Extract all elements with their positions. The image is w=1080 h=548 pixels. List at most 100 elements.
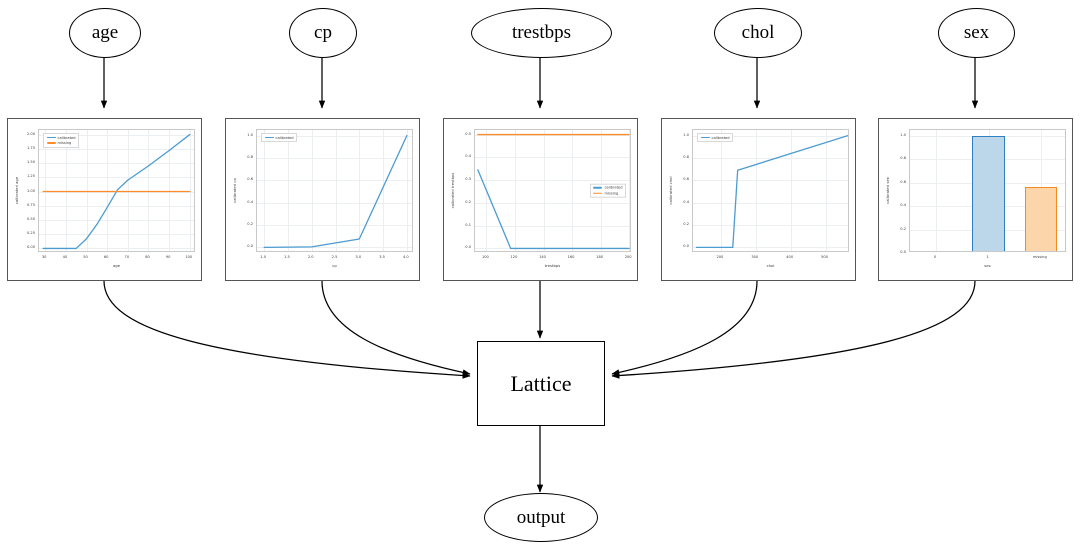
node-sex[interactable]: sex <box>938 8 1015 58</box>
x-tick-label: 90 <box>165 255 171 259</box>
edge-age-chart-to-lattice <box>103 280 471 379</box>
node-trestbps-label: trestbps <box>511 22 572 43</box>
gridline-horizontal <box>39 219 194 221</box>
x-tick-label: 1.5 <box>284 255 290 259</box>
series-layer-age <box>42 133 191 250</box>
gridline-vertical <box>936 130 938 251</box>
x-tick-label: 100 <box>185 255 193 259</box>
node-lattice-label: Lattice <box>510 370 572 396</box>
x-axis-label: age <box>112 263 121 268</box>
legend-swatch-calibrated <box>700 136 710 139</box>
x-tick-label: 60 <box>103 255 109 259</box>
y-tick-label: 0.2 <box>465 199 471 204</box>
y-axis-label: calibrated sex <box>885 177 890 204</box>
gridline-horizontal <box>475 225 630 227</box>
y-tick-label: 0.8 <box>247 154 253 159</box>
gridline-horizontal <box>39 134 194 136</box>
node-age-label: age <box>91 22 119 43</box>
y-tick-label: 0.8 <box>900 156 906 161</box>
y-tick-label: 0.3 <box>465 177 471 182</box>
plot-area-sex <box>909 129 1066 252</box>
gridline-vertical <box>572 130 574 251</box>
y-tick-label: 2.00 <box>26 131 35 136</box>
y-axis-label: calibrated age <box>14 176 19 205</box>
y-tick-label: 0.0 <box>465 245 471 250</box>
gridline-horizontal <box>693 135 848 137</box>
gridline-horizontal <box>39 205 194 207</box>
y-tick-label: 1.0 <box>900 132 906 137</box>
x-tick-label: 200 <box>624 255 632 259</box>
node-cp[interactable]: cp <box>289 8 357 58</box>
y-axis-label: calibrated cp <box>232 178 237 203</box>
x-tick-label: 3.0 <box>355 255 362 259</box>
legend-item-calibrated: calibrated <box>700 136 730 140</box>
x-tick-label: 400 <box>786 255 794 259</box>
legend-item-calibrated: calibrated <box>46 136 76 140</box>
gridline-vertical <box>127 130 129 251</box>
gridline-horizontal <box>257 157 412 159</box>
legend-swatch-missing <box>46 142 56 144</box>
x-tick-label: 2.5 <box>331 255 338 259</box>
gridline-horizontal <box>693 180 848 182</box>
y-tick-label: 0.1 <box>465 222 471 227</box>
node-output[interactable]: output <box>484 493 598 542</box>
y-tick-label: 0.6 <box>247 177 253 182</box>
node-chol[interactable]: chol <box>714 8 802 58</box>
node-chol-label: chol <box>741 22 775 43</box>
legend-swatch-calibrated <box>264 136 274 139</box>
x-tick-label: 300 <box>751 255 759 259</box>
gridline-horizontal <box>693 247 848 249</box>
y-tick-label: 1.50 <box>26 160 35 165</box>
x-tick-label: 200 <box>716 255 724 259</box>
x-tick-label: 3.5 <box>379 255 385 259</box>
node-cp-label: cp <box>314 22 332 43</box>
x-tick-label: 4.0 <box>403 255 409 259</box>
gridline-horizontal <box>475 157 630 159</box>
legend-label-calibrated: calibrated <box>275 135 294 140</box>
legend-item-calibrated: calibrated <box>593 186 623 190</box>
x-tick-label: 40 <box>62 255 68 259</box>
node-trestbps[interactable]: trestbps <box>471 8 612 58</box>
plot-area-cp: calibrated <box>256 129 413 252</box>
series-layer-chol <box>695 134 848 249</box>
y-tick-label: 0.50 <box>26 216 35 221</box>
gridline-vertical <box>169 130 171 251</box>
gridline-vertical <box>383 130 385 251</box>
y-tick-label: 0.4 <box>683 199 689 204</box>
gridline-vertical <box>629 130 630 251</box>
y-tick-label: 1.0 <box>247 132 253 137</box>
x-tick-label: 50 <box>83 255 88 259</box>
gridline-horizontal <box>693 225 848 227</box>
gridline-vertical <box>335 130 337 251</box>
series-line-calibrated <box>263 134 408 249</box>
x-tick-label: 100 <box>481 255 489 259</box>
node-lattice[interactable]: Lattice <box>477 341 605 426</box>
y-tick-label: 0.2 <box>247 222 253 227</box>
series-layer-trestbps <box>477 133 630 250</box>
y-tick-label: 0.2 <box>900 226 906 231</box>
x-tick-label: 160 <box>567 255 575 259</box>
node-sex-label: sex <box>963 22 990 43</box>
plot-area-chol: calibrated <box>692 129 849 252</box>
legend-swatch-missing <box>593 192 603 195</box>
node-age[interactable]: age <box>69 8 141 58</box>
gridline-horizontal <box>257 202 412 204</box>
series-line-calibrated <box>695 134 848 249</box>
gridline-vertical <box>790 130 792 251</box>
legend-swatch-calibrated <box>46 136 56 139</box>
gridline-vertical <box>359 130 361 251</box>
gridline-vertical <box>189 130 191 251</box>
bar-1 <box>972 135 1005 251</box>
series-layer-cp <box>263 134 408 249</box>
y-tick-label: 0.6 <box>683 177 689 182</box>
gridline-vertical <box>825 130 827 251</box>
x-tick-label: 70 <box>124 255 130 259</box>
x-axis-label: trestbps <box>544 263 561 268</box>
